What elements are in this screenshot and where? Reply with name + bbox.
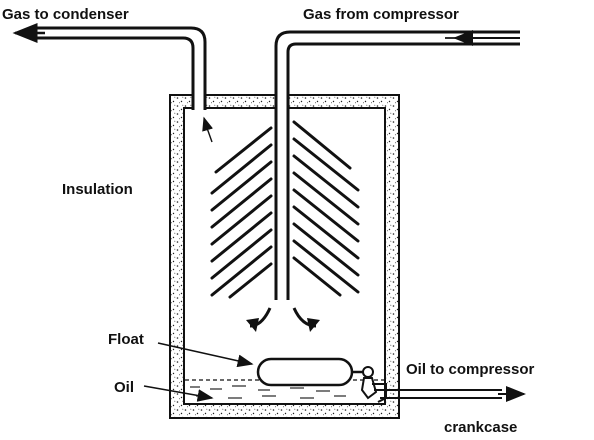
baffles-left [210, 126, 273, 299]
gas-outlet-pipe [12, 23, 213, 143]
gas-inlet-pipe [274, 30, 520, 300]
label-oil: Oil [114, 379, 134, 396]
flow-arrows [246, 307, 320, 332]
label-float: Float [108, 331, 144, 348]
leader-lines [143, 342, 254, 402]
label-oil-to-compressor: Oil to compressor [406, 361, 535, 378]
baffles-right [292, 120, 360, 297]
label-gas-to-condenser: Gas to condenser [2, 6, 129, 23]
float-assembly [256, 357, 387, 403]
label-insulation: Insulation [62, 181, 133, 198]
label-gas-from-compressor: Gas from compressor [303, 6, 459, 23]
vessel-insulation [169, 92, 400, 419]
oil-return-pipe [374, 386, 526, 402]
label-crankcase: crankcase [444, 419, 517, 436]
